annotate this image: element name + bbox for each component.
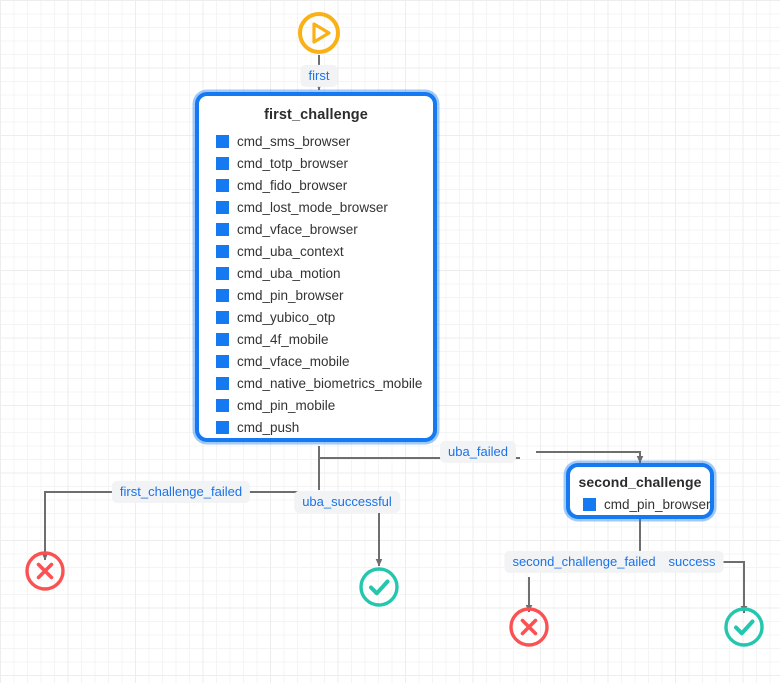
- x-circle-icon: [25, 551, 65, 591]
- bullet-square-icon: [216, 266, 229, 280]
- list-item[interactable]: cmd_push: [216, 416, 433, 438]
- list-item-label: cmd_lost_mode_browser: [237, 199, 388, 215]
- list-item-label: cmd_push: [237, 419, 300, 435]
- list-item[interactable]: cmd_uba_motion: [216, 262, 433, 284]
- node-item-list: cmd_sms_browser cmd_totp_browser cmd_fid…: [199, 130, 433, 438]
- node-item-list: cmd_pin_browser: [570, 494, 711, 514]
- list-item[interactable]: cmd_fido_browser: [216, 174, 433, 196]
- bullet-square-icon: [583, 497, 596, 511]
- list-item-label: cmd_totp_browser: [237, 155, 349, 171]
- bullet-square-icon: [216, 420, 229, 434]
- edge-label-success[interactable]: success: [660, 550, 724, 574]
- edge-label-second-challenge-failed[interactable]: second_challenge_failed: [504, 550, 664, 574]
- list-item-label: cmd_4f_mobile: [237, 331, 329, 347]
- list-item[interactable]: cmd_yubico_otp: [216, 306, 433, 328]
- terminal-fail-left[interactable]: [24, 550, 66, 592]
- terminal-success-bottom[interactable]: [723, 606, 765, 648]
- bullet-square-icon: [216, 354, 229, 368]
- list-item-label: cmd_pin_browser: [604, 496, 711, 512]
- bullet-square-icon: [216, 310, 229, 324]
- bullet-square-icon: [216, 398, 229, 412]
- terminal-success-middle[interactable]: [358, 566, 400, 608]
- list-item[interactable]: cmd_native_biometrics_mobile: [216, 372, 433, 394]
- list-item[interactable]: cmd_uba_context: [216, 240, 433, 262]
- bullet-square-icon: [216, 178, 229, 192]
- terminal-fail-bottom[interactable]: [508, 606, 550, 648]
- node-first-challenge[interactable]: first_challenge cmd_sms_browser cmd_totp…: [195, 92, 437, 442]
- check-circle-icon: [359, 567, 399, 607]
- edge-label-first-challenge-failed[interactable]: first_challenge_failed: [111, 480, 251, 504]
- play-circle-icon: [298, 12, 340, 54]
- bullet-square-icon: [216, 332, 229, 346]
- list-item-label: cmd_uba_context: [237, 243, 344, 259]
- list-item[interactable]: cmd_pin_browser: [216, 284, 433, 306]
- list-item-label: cmd_fido_browser: [237, 177, 348, 193]
- list-item[interactable]: cmd_vface_mobile: [216, 350, 433, 372]
- list-item-label: cmd_native_biometrics_mobile: [237, 375, 423, 391]
- bullet-square-icon: [216, 156, 229, 170]
- node-title: second_challenge: [578, 474, 702, 490]
- bullet-square-icon: [216, 222, 229, 236]
- x-circle-icon: [509, 607, 549, 647]
- bullet-square-icon: [216, 200, 229, 214]
- node-title: first_challenge: [264, 107, 368, 123]
- node-second-challenge[interactable]: second_challenge cmd_pin_browser: [566, 463, 714, 519]
- bullet-square-icon: [216, 134, 229, 148]
- list-item[interactable]: cmd_totp_browser: [216, 152, 433, 174]
- edge-label-uba-failed[interactable]: uba_failed: [440, 440, 516, 464]
- list-item[interactable]: cmd_pin_browser: [583, 494, 711, 514]
- start-node[interactable]: [297, 11, 341, 55]
- edge-uba-failed-to-second: [536, 451, 641, 457]
- list-item-label: cmd_vface_browser: [237, 221, 358, 237]
- list-item-label: cmd_uba_motion: [237, 265, 341, 281]
- list-item[interactable]: cmd_vface_browser: [216, 218, 433, 240]
- bullet-square-icon: [216, 376, 229, 390]
- list-item-label: cmd_pin_mobile: [237, 397, 336, 413]
- bullet-square-icon: [216, 244, 229, 258]
- list-item[interactable]: cmd_4f_mobile: [216, 328, 433, 350]
- list-item[interactable]: cmd_sms_browser: [216, 130, 433, 152]
- edge-label-uba-successful[interactable]: uba_successful: [294, 490, 400, 514]
- edge-label-first[interactable]: first: [300, 64, 338, 88]
- list-item[interactable]: cmd_pin_mobile: [216, 394, 433, 416]
- list-item-label: cmd_yubico_otp: [237, 309, 336, 325]
- bullet-square-icon: [216, 288, 229, 302]
- list-item[interactable]: cmd_lost_mode_browser: [216, 196, 433, 218]
- list-item-label: cmd_sms_browser: [237, 133, 351, 149]
- list-item-label: cmd_pin_browser: [237, 287, 344, 303]
- check-circle-icon: [724, 607, 764, 647]
- list-item-label: cmd_vface_mobile: [237, 353, 350, 369]
